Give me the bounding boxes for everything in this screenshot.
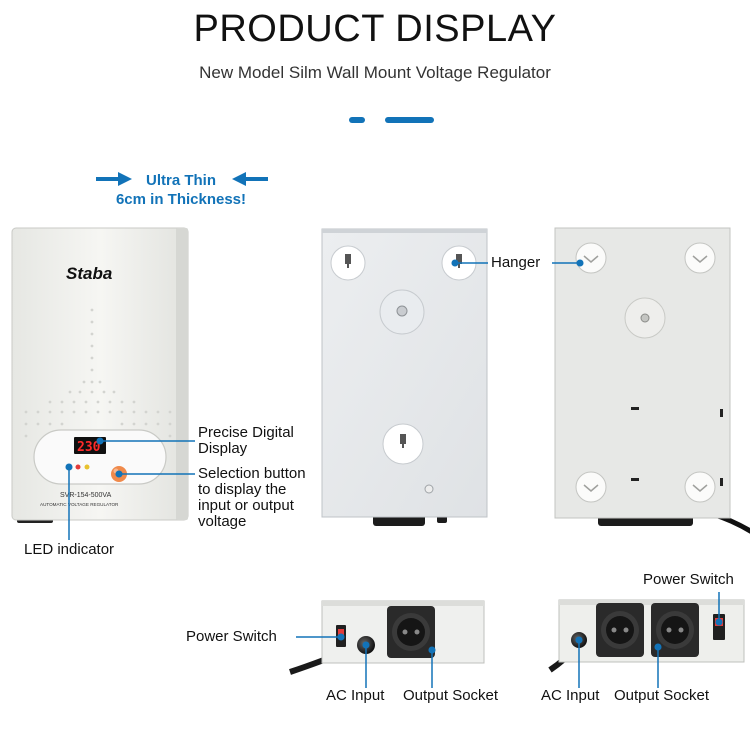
decor-dash-short [349,117,365,123]
callout-selection-line2: to display the [198,481,287,498]
callout-ac-input-right: AC Input [541,687,600,704]
digital-display: 230 [77,440,101,455]
callout-precise-display-line2: Display [198,440,248,457]
decor-dash-long [385,117,434,123]
callout-output-socket-left: Output Socket [403,687,499,704]
callout-power-switch-right: Power Switch [643,571,734,588]
callout-hanger: Hanger [491,254,541,271]
model-label: SVR-154-500VA [60,492,112,499]
callout-precise-display-line1: Precise Digital [198,424,294,441]
type-label: AUTOMATIC VOLTAGE REGULATOR [40,502,119,507]
brand-logo: Staba [66,264,112,283]
callout-selection-button: Selection button to display the input or… [198,466,306,530]
arrow-right-icon [96,172,132,186]
bottom-panel-right [548,599,745,673]
callout-power-switch-left: Power Switch [186,628,277,645]
page-subtitle: New Model Silm Wall Mount Voltage Regula… [199,63,551,82]
callout-dot-icon [96,437,104,445]
callout-selection-line4: voltage [198,513,247,530]
page-title: PRODUCT DISPLAY [193,8,557,50]
callout-output-socket-right: Output Socket [614,687,710,704]
thickness-label: Ultra Thin 6cm in Thickness! [96,171,266,209]
thickness-line-2: 6cm in Thickness! [115,191,247,208]
callout-precise-display: Precise Digital Display [198,425,294,457]
callout-selection-line3: input or output [198,497,294,514]
callout-ac-input-left: AC Input [326,687,385,704]
back-device-middle [321,228,488,526]
thickness-line-1: Ultra Thin [146,172,216,189]
callout-led-indicator: LED indicator [24,541,115,558]
front-device [11,227,189,523]
callout-selection-line1: Selection button [198,465,306,482]
bottom-panel-left [289,600,485,675]
back-device-right [554,227,750,534]
arrow-left-icon [232,172,268,186]
